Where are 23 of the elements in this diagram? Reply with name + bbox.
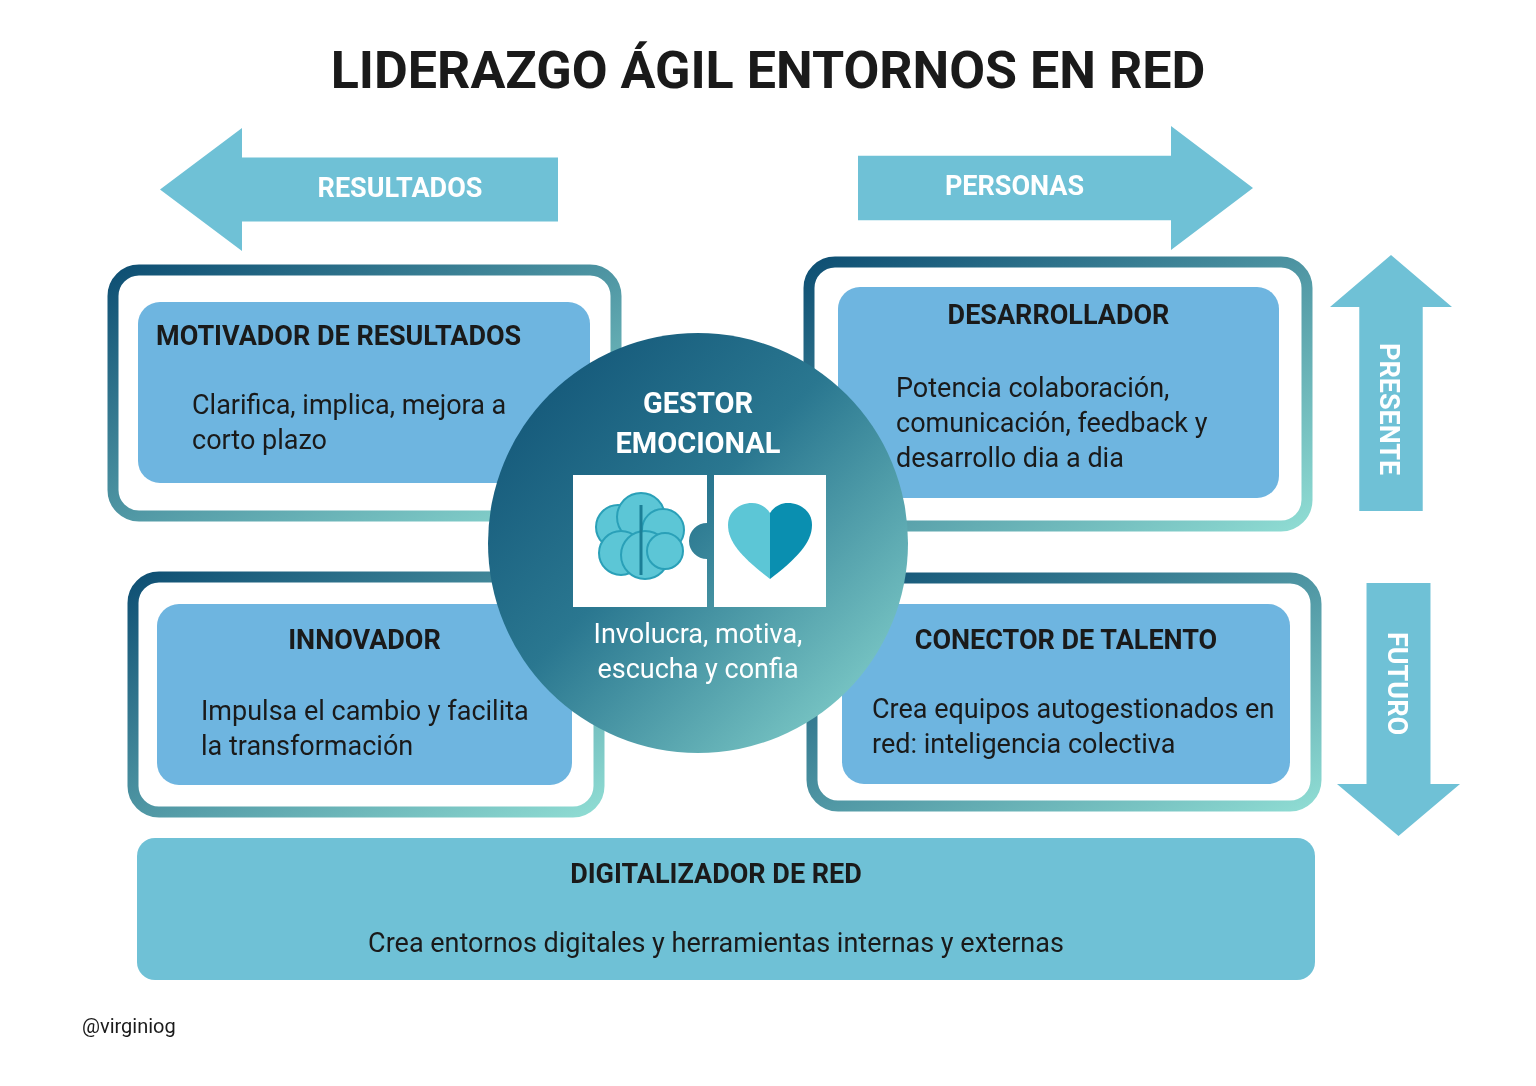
box-heading: CONECTOR DE TALENTO bbox=[913, 624, 1219, 656]
box-description: Crea equipos autogestionados en red: inteligencia colectiva bbox=[872, 692, 1276, 762]
box-heading: DIGITALIZADOR DE RED bbox=[569, 858, 863, 890]
role-box bbox=[157, 604, 572, 785]
box-description: Impulsa el cambio y facilita la transformación bbox=[201, 694, 530, 764]
box-heading: INNOVADOR bbox=[287, 624, 442, 656]
arrow-label: RESULTADOS bbox=[316, 171, 484, 204]
role-box bbox=[838, 287, 1279, 498]
box-description: Crea entornos digitales y herramientas internas y externas bbox=[367, 926, 1065, 961]
role-box bbox=[138, 302, 590, 483]
title: LIDERAZGO ÁGIL ENTORNOS EN RED bbox=[329, 40, 1207, 101]
arrow-label: PERSONAS bbox=[943, 170, 1086, 202]
arrow-label: FUTURO bbox=[1380, 630, 1413, 738]
role-box bbox=[842, 604, 1290, 784]
arrow-label: PRESENTE bbox=[1373, 341, 1405, 478]
role-box bbox=[137, 838, 1315, 980]
box-description: Clarifica, implica, mejora a corto plazo bbox=[192, 388, 508, 458]
circle-heading: GESTOR EMOCIONAL bbox=[614, 385, 782, 462]
box-heading: MOTIVADOR DE RESULTADOS bbox=[156, 320, 523, 352]
box-description: Potencia colaboración, comunicación, feedback y desarrollo dia a dia bbox=[896, 371, 1209, 476]
circle-description: Involucra, motiva, escucha y confia bbox=[592, 617, 804, 687]
box-heading: DESARROLLADOR bbox=[946, 299, 1171, 331]
handle-text: @virginiog bbox=[82, 1014, 176, 1038]
